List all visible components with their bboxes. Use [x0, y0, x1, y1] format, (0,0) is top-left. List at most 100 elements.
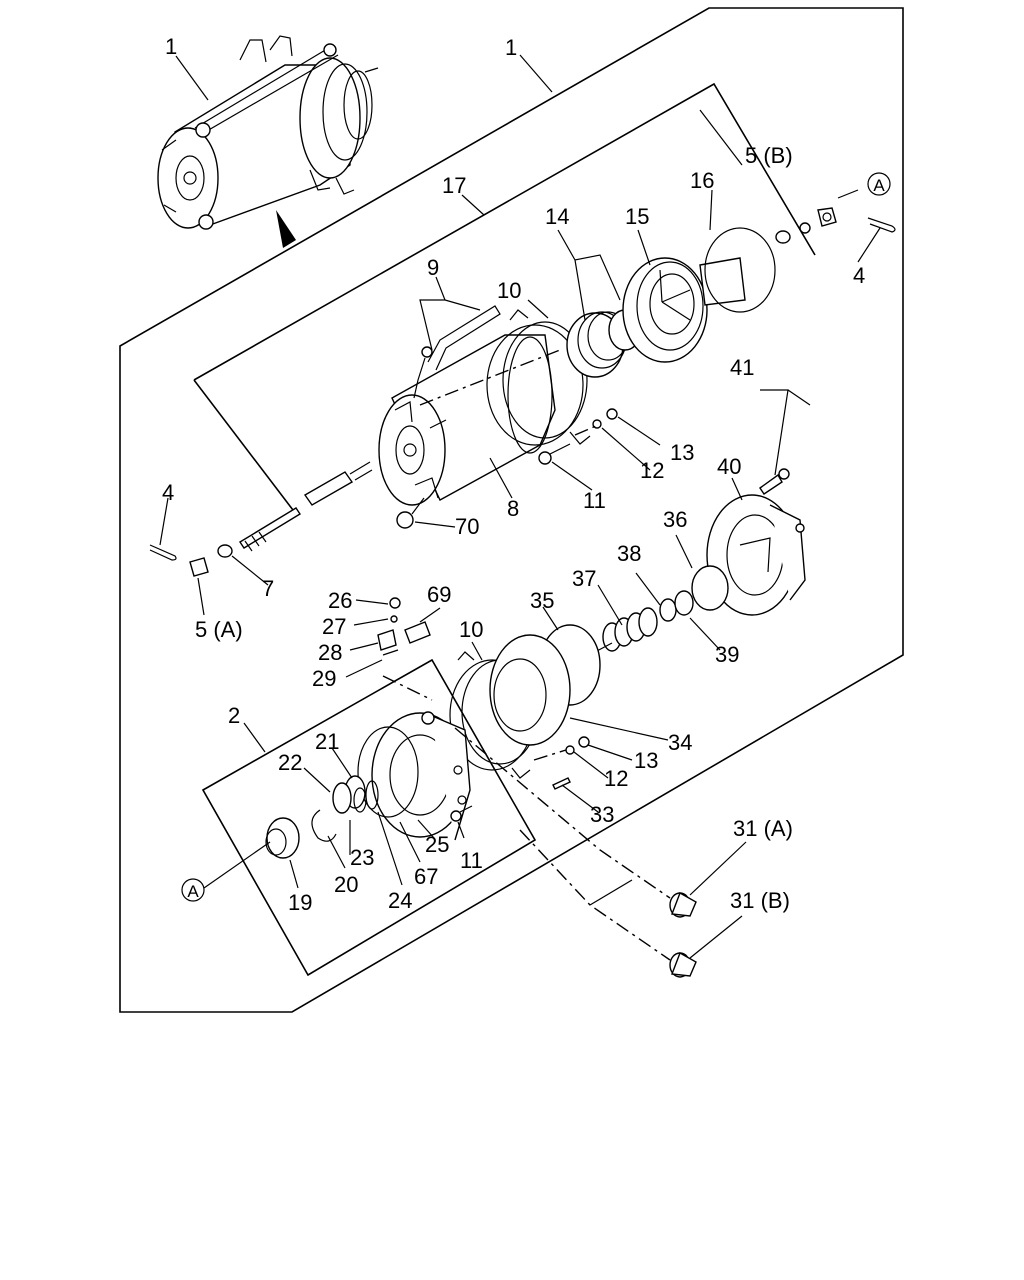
leader-lines [159, 54, 881, 959]
label-8: 8 [507, 496, 519, 521]
label-38: 38 [617, 541, 641, 566]
label-12-lower: 12 [604, 766, 628, 791]
o-ring-67 [357, 726, 419, 818]
lead-wire-9 [413, 305, 501, 399]
callout-labels: 1 1 5 (B) 16 17 14 15 4 9 10 41 13 12 40… [162, 34, 865, 915]
label-20: 20 [334, 872, 358, 897]
snap-ring-20 [311, 809, 337, 842]
label-41: 41 [730, 355, 754, 380]
label-15: 15 [625, 204, 649, 229]
boot-19 [265, 817, 300, 859]
label-31b: 31 (B) [730, 888, 790, 913]
label-34: 34 [668, 730, 692, 755]
label-11-upper: 11 [583, 488, 606, 513]
starter-motor-complete [157, 35, 379, 230]
collar-39 [674, 590, 694, 616]
label-21: 21 [315, 729, 339, 754]
label-5b: 5 (B) [745, 143, 793, 168]
lever-41 [759, 468, 790, 495]
screw-11-lower [450, 805, 473, 822]
label-4-left: 4 [162, 480, 174, 505]
label-1-frame: 1 [505, 35, 517, 60]
bushing-24 [365, 780, 379, 810]
label-37: 37 [572, 566, 596, 591]
label-10-lower: 10 [459, 617, 483, 642]
label-7: 7 [262, 576, 274, 601]
ref-circle-a-left [181, 878, 205, 902]
ring-36 [691, 565, 729, 611]
label-22: 22 [278, 750, 302, 775]
label-23: 23 [350, 845, 374, 870]
label-13-upper: 13 [670, 440, 694, 465]
washer-22 [332, 782, 352, 814]
gasket-10-upper [486, 309, 591, 446]
subassembly-frame-17-left [193, 379, 297, 515]
washer-27 [390, 615, 398, 623]
label-28: 28 [318, 640, 342, 665]
pinion-37 [594, 607, 658, 653]
label-2: 2 [228, 703, 240, 728]
ref-a-left: A [187, 882, 199, 901]
label-9: 9 [427, 255, 439, 280]
pin-33 [552, 777, 571, 790]
label-17: 17 [442, 173, 466, 198]
label-67: 67 [414, 864, 438, 889]
label-40: 40 [717, 454, 741, 479]
assembly-arrow [276, 210, 296, 248]
washer-12-lower [565, 745, 575, 755]
label-5a: 5 (A) [195, 617, 243, 642]
label-70: 70 [455, 514, 479, 539]
label-19: 19 [288, 890, 312, 915]
label-1-top: 1 [165, 34, 177, 59]
label-35: 35 [530, 588, 554, 613]
assembly-frame-1 [119, 7, 904, 1013]
label-12-upper: 12 [640, 458, 664, 483]
assembly-line-lower-washers [533, 749, 567, 761]
connector-31b [669, 951, 697, 978]
assembly-line-31a [454, 727, 671, 899]
label-25: 25 [425, 832, 449, 857]
terminal-69 [404, 621, 431, 644]
cotter-pin-4-right [867, 217, 896, 233]
collar-38 [659, 598, 677, 622]
screw-11-upper [538, 443, 571, 465]
ref-a-right: A [873, 176, 885, 195]
label-10-upper: 10 [497, 278, 521, 303]
assembly-line-switch [382, 675, 433, 701]
connector-31a [669, 891, 697, 918]
yoke-8 [378, 334, 556, 506]
subassembly-frame-2 [201, 658, 537, 977]
assembly-line-upper-washers [574, 425, 597, 436]
rear-cover-15 [622, 257, 746, 363]
subassembly-frame-17 [193, 82, 816, 381]
label-13-lower: 13 [634, 748, 658, 773]
nut-13-lower [578, 736, 590, 748]
label-39: 39 [715, 642, 739, 667]
bolt-29 [382, 649, 399, 656]
nut-5a [189, 557, 209, 577]
assembly-line-31b [519, 829, 671, 961]
label-27: 27 [322, 614, 346, 639]
terminal-28 [377, 629, 397, 651]
nut-5b [775, 207, 837, 244]
label-69: 69 [427, 582, 451, 607]
ref-circle-a-right [867, 172, 891, 196]
through-bolt [239, 461, 373, 552]
magnetic-switch-25 [371, 711, 471, 841]
washer-7 [217, 544, 233, 558]
label-4-right: 4 [853, 263, 865, 288]
bolt-70 [396, 497, 425, 529]
label-16: 16 [690, 168, 714, 193]
label-33: 33 [590, 802, 614, 827]
label-29: 29 [312, 666, 336, 691]
nut-26 [389, 597, 401, 609]
label-14: 14 [545, 204, 569, 229]
o-ring-16 [704, 227, 776, 313]
label-26: 26 [328, 588, 352, 613]
label-36: 36 [663, 507, 687, 532]
assembly-line-yoke [419, 349, 561, 406]
drive-housing-40 [706, 494, 806, 616]
nut-13-upper [606, 408, 618, 420]
label-24: 24 [388, 888, 412, 913]
